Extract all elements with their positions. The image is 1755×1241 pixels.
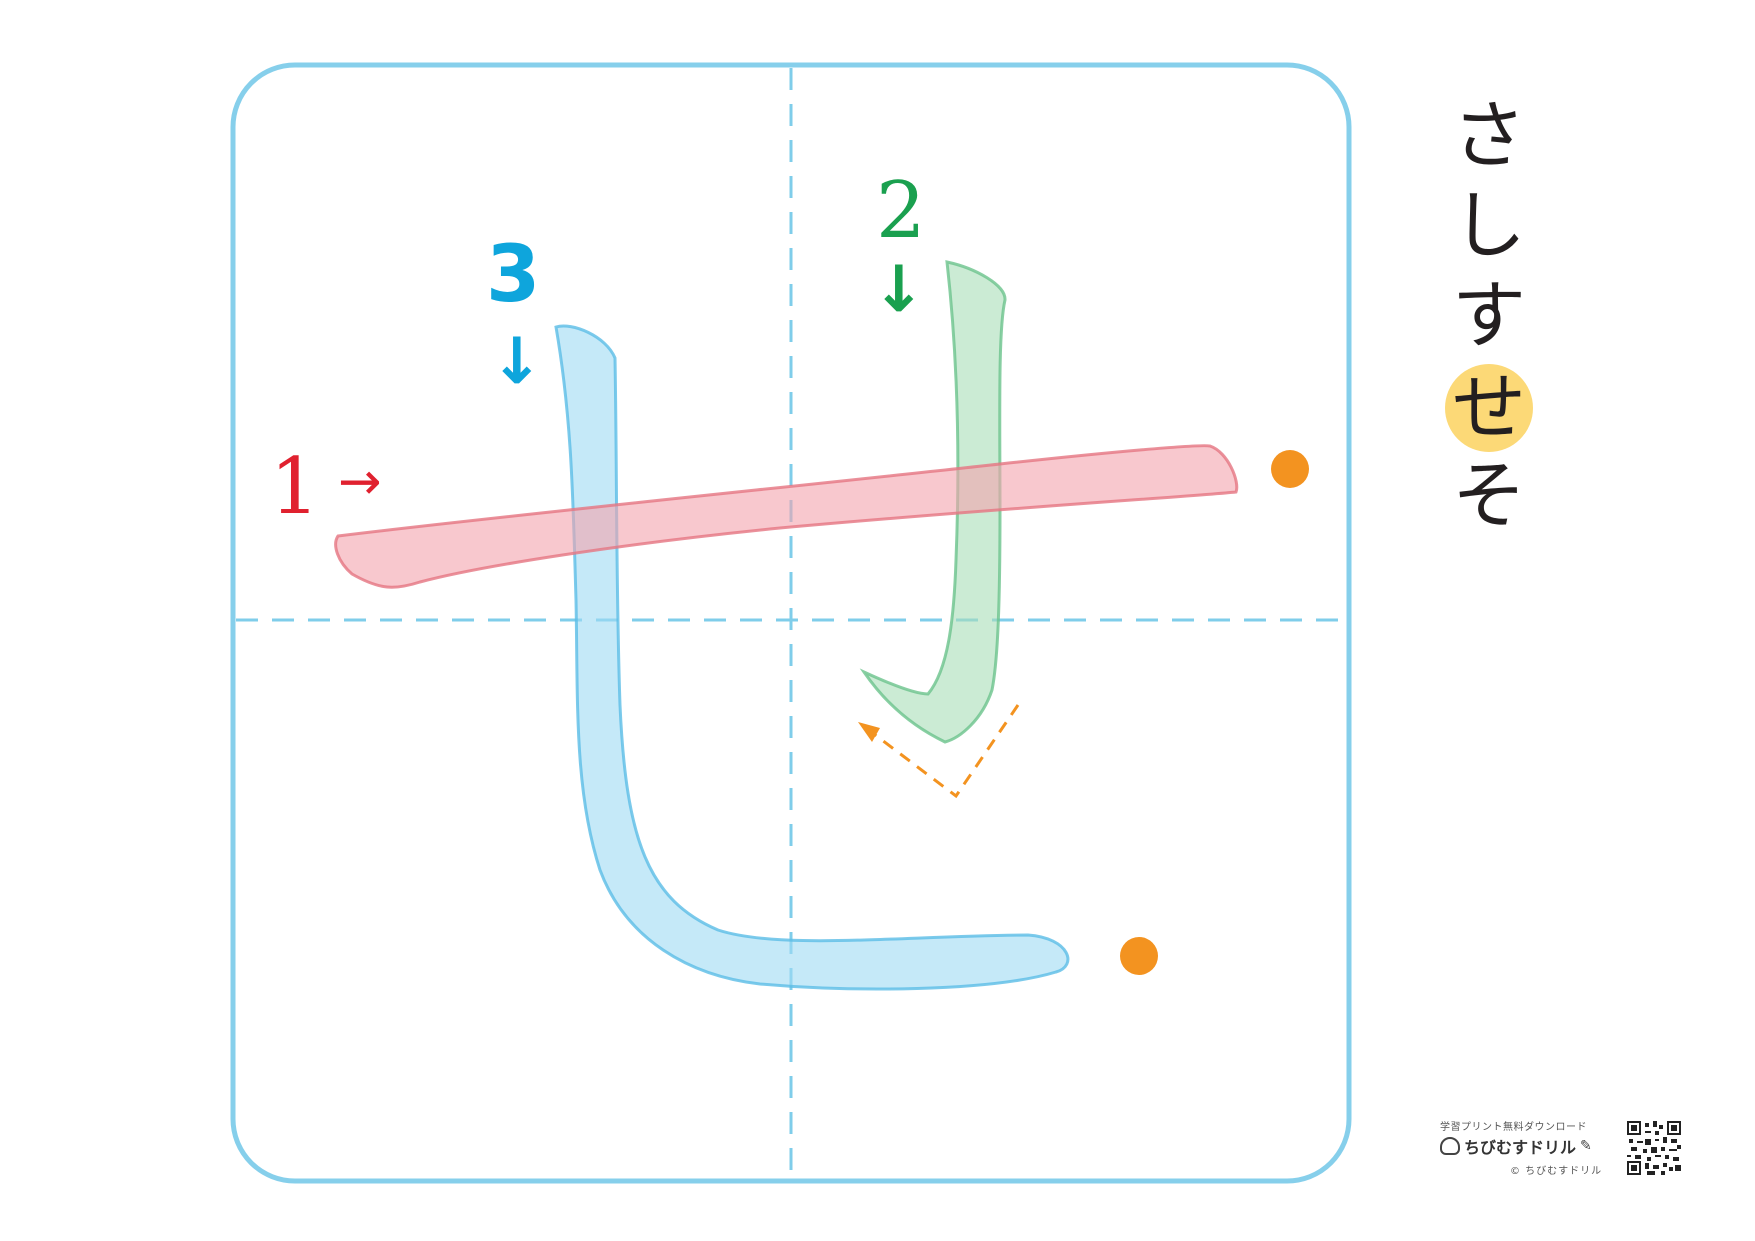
stroke-2-shape (859, 260, 1007, 744)
stroke-3-end-dot (1120, 937, 1158, 975)
footer-copyright: © ちびむすドリル (1510, 1166, 1603, 1177)
qr-code-icon (1627, 1121, 1681, 1175)
stroke-3-number: 3 (486, 230, 541, 320)
stroke-3-arrow-icon: ↓ (490, 325, 544, 399)
brand-name: ちびむすドリル (1464, 1138, 1577, 1157)
row-kana-so: そ (1452, 453, 1526, 539)
row-kana-sa: さ (1452, 93, 1526, 179)
stroke-1-number: 1 (270, 442, 320, 532)
stroke-1-shape (334, 444, 1239, 589)
stroke-1-arrow-icon: → (338, 452, 382, 512)
stroke-2-number: 2 (876, 166, 926, 256)
pencil-icon: ✎ (1580, 1138, 1592, 1154)
rice-ball-icon (1440, 1137, 1460, 1155)
stroke-3-shape (554, 324, 1070, 991)
row-kana-shi: し (1452, 183, 1526, 269)
footer-caption: 学習プリント無料ダウンロード (1440, 1122, 1587, 1133)
stroke-2-arrow-icon: ↓ (872, 253, 926, 327)
stroke-1-end-dot (1271, 450, 1309, 488)
brand-logo: ちびむすドリル ✎ (1440, 1134, 1622, 1158)
row-kana-su: す (1452, 273, 1526, 359)
row-kana-se-current: せ (1445, 364, 1533, 452)
dashed-arrow-icon (858, 704, 1020, 799)
